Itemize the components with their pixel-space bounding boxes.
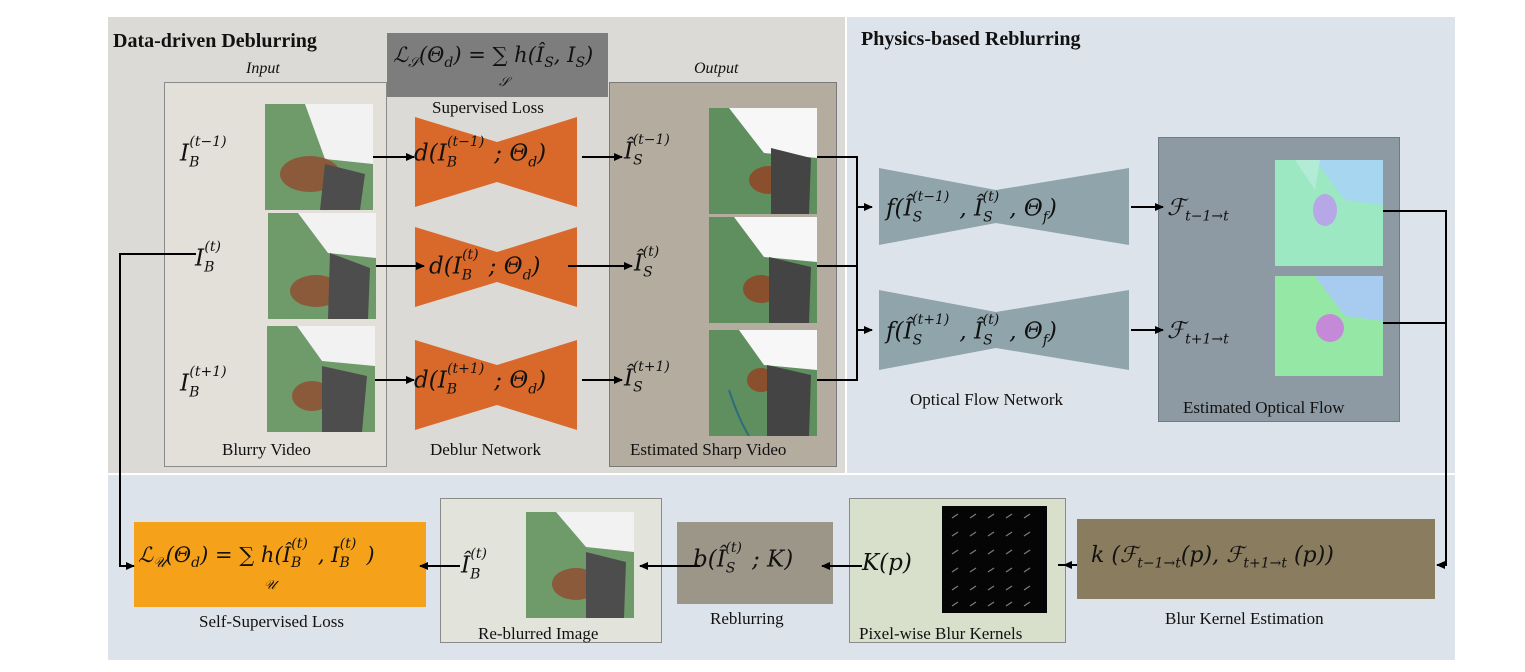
self-supervised-loss-label: Self-Supervised Loss <box>199 612 344 631</box>
pixelwise-blur-kernels-label: Pixel-wise Blur Kernels <box>859 624 1023 643</box>
sharp-frame-next <box>709 330 817 436</box>
blur-kernel-formula: k (ℱt−1→t(p), ℱt+1→t (p)) <box>1091 543 1334 572</box>
output-label: Output <box>694 60 739 77</box>
supervised-loss-box: ℒ𝒮(Θd) = ∑ h(ÎS, IS) 𝒮 <box>387 33 608 97</box>
supervised-loss-formula: ℒ𝒮(Θd) = ∑ h(ÎS, IS) <box>393 43 594 72</box>
flow-map-prev <box>1275 160 1383 266</box>
blurry-frame-next <box>267 326 375 432</box>
reblurred-image <box>526 512 634 618</box>
estimated-optical-flow-label: Estimated Optical Flow <box>1183 398 1345 417</box>
physics-based-title: Physics-based Reblurring <box>861 28 1081 50</box>
kernel-math: K(p) <box>862 550 912 576</box>
input-frame-next-math: IB(t+1) <box>180 364 227 401</box>
estimated-sharp-video-label: Estimated Sharp Video <box>630 440 787 459</box>
deblur-network-label: Deblur Network <box>430 440 541 459</box>
input-frame-prev-math: IB(t−1) <box>180 134 227 171</box>
self-supervised-loss-box: ℒ𝒰(Θd) = ∑ h(ÎB(t), IB(t)) 𝒰 <box>134 522 426 607</box>
blur-kernel-estimation-label: Blur Kernel Estimation <box>1165 609 1324 628</box>
reblurring-box: b(ÎS(t); K) <box>677 522 833 604</box>
reblurring-label: Reblurring <box>710 609 784 628</box>
deblur-network-shapes <box>415 117 577 430</box>
supervised-loss-label: Supervised Loss <box>432 98 544 117</box>
blurry-video-label: Blurry Video <box>222 440 311 459</box>
reblurred-image-label: Re-blurred Image <box>478 624 599 643</box>
flow-network-shapes <box>879 168 1129 370</box>
flow-math-prev: f(ÎS(t−1), ÎS(t), Θf) <box>886 189 1057 226</box>
flow-next-math: ℱt+1→t <box>1167 318 1229 348</box>
sharp-frame-curr <box>709 217 817 323</box>
flow-map-next <box>1275 276 1383 376</box>
reblurring-formula: b(ÎS(t); K) <box>693 540 794 577</box>
data-driven-title: Data-driven Deblurring <box>113 30 317 52</box>
blur-kernels-image <box>942 506 1047 613</box>
self-supervised-loss-formula: ℒ𝒰(Θd) = ∑ h(ÎB(t), IB(t)) <box>138 536 375 572</box>
input-frame-curr-math: IB(t) <box>195 239 221 276</box>
reblurred-math: ÎB(t) <box>461 546 487 583</box>
deblur-math-curr: d(IB(t); Θd) <box>429 247 541 284</box>
deblur-math-next: d(IB(t+1); Θd) <box>414 361 547 398</box>
deblur-math-prev: d(IB(t−1); Θd) <box>414 134 547 171</box>
output-frame-prev-math: ÎS(t−1) <box>624 132 670 169</box>
flow-math-next: f(ÎS(t+1), ÎS(t), Θf) <box>886 312 1057 349</box>
output-frame-curr-math: ÎS(t) <box>634 244 660 281</box>
optical-flow-network-label: Optical Flow Network <box>910 390 1063 409</box>
blur-kernel-estimation-box: k (ℱt−1→t(p), ℱt+1→t (p)) <box>1077 519 1435 599</box>
blurry-frame-curr <box>268 213 376 319</box>
blurry-frame-prev <box>265 104 373 210</box>
sharp-frame-prev <box>709 108 817 214</box>
output-frame-next-math: ÎS(t+1) <box>624 359 670 396</box>
input-label: Input <box>246 60 280 77</box>
flow-prev-math: ℱt−1→t <box>1167 195 1229 225</box>
